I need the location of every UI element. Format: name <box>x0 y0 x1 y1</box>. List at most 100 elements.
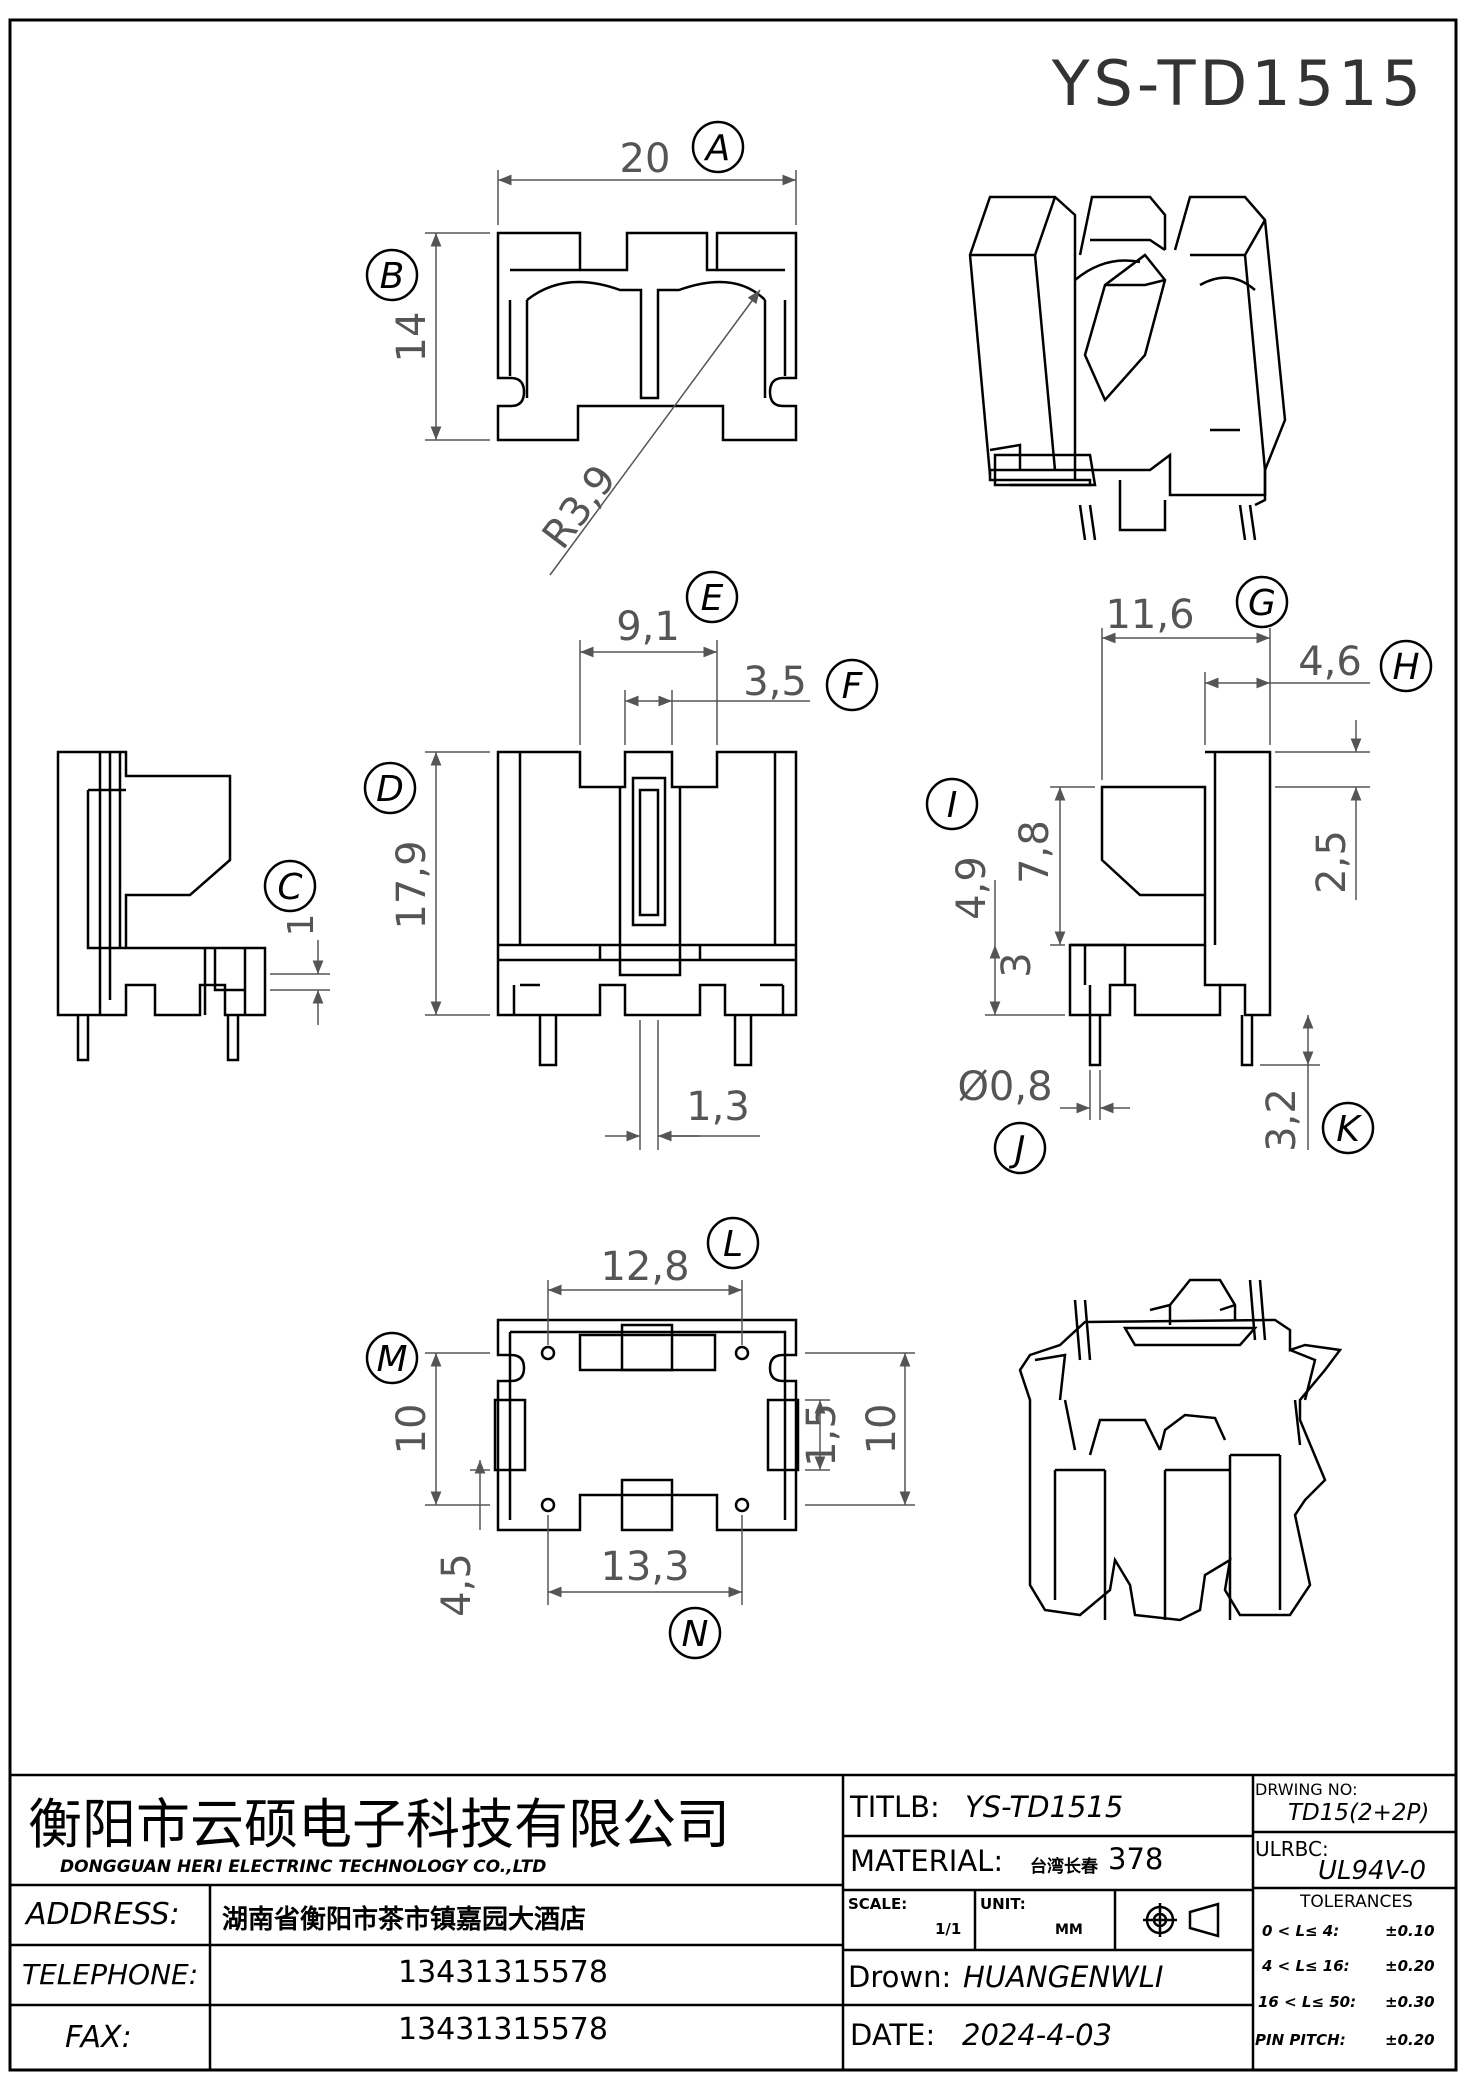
marker-c: C <box>263 859 317 913</box>
dimension-12-8: 12,8 <box>600 1244 689 1290</box>
marker-k: K <box>1321 1101 1375 1155</box>
dimension-r3-9: R3,9 <box>534 457 626 558</box>
title-label: TITLB: <box>850 1790 940 1824</box>
date-label: DATE: <box>850 2018 936 2052</box>
svg-text:K: K <box>1336 1109 1362 1150</box>
dimension-10-right: 10 <box>859 1404 905 1455</box>
svg-text:G: G <box>1248 583 1276 624</box>
tolerance-value-2: ±0.20 <box>1385 1957 1435 1975</box>
marker-g: G <box>1235 575 1289 629</box>
dimension-14: 14 <box>389 312 435 363</box>
drawing-no-label: DRWING NO: <box>1255 1780 1358 1799</box>
dimension-4-5: 4,5 <box>434 1553 480 1617</box>
company-name-cn: 衡阳市云硕电子科技有限公司 <box>28 1793 730 1856</box>
left-side-dimensions <box>270 940 330 1025</box>
title-block <box>10 1773 1456 2070</box>
telephone-value: 13431315578 <box>398 1955 608 1990</box>
marker-d: D <box>363 761 417 815</box>
dimension-3: 3 <box>994 952 1040 977</box>
marker-m: M <box>365 1331 419 1385</box>
marker-i: I <box>925 777 979 831</box>
tolerance-value-3: ±0.30 <box>1385 1993 1435 2011</box>
material-value: 378 <box>1108 1842 1164 1876</box>
drawn-value: HUANGENWLI <box>963 1960 1164 1994</box>
dimension-9-1: 9,1 <box>616 604 680 650</box>
svg-text:A: A <box>704 128 731 169</box>
dimension-4-6: 4,6 <box>1298 639 1362 685</box>
tolerance-range-1: 0 < L≤ 4: <box>1262 1922 1340 1940</box>
part-number-title: YS-TD1515 <box>1051 47 1425 120</box>
unit-label: UNIT: <box>980 1895 1026 1913</box>
scale-label: SCALE: <box>848 1895 908 1913</box>
bottom-view <box>493 1318 800 1532</box>
dimension-1: 1 <box>281 914 322 937</box>
pin-pitch-value: ±0.20 <box>1385 2031 1435 2049</box>
dimension-3-5: 3,5 <box>743 659 807 705</box>
svg-text:L: L <box>723 1224 743 1265</box>
material-value-cn: 台湾长春 <box>1030 1857 1098 1877</box>
marker-b: B <box>365 248 419 302</box>
tolerance-range-3: 16 < L≤ 50: <box>1258 1993 1357 2011</box>
drawing-no-value: TD15(2+2P) <box>1288 1800 1430 1826</box>
ulrbc-value: UL94V-0 <box>1318 1856 1427 1886</box>
svg-text:D: D <box>376 769 404 810</box>
date-value: 2024-4-03 <box>962 2018 1113 2052</box>
tolerances-label: TOLERANCES <box>1300 1892 1413 1912</box>
dimension-dia-0-8: Ø0,8 <box>957 1064 1052 1110</box>
svg-text:H: H <box>1392 647 1419 688</box>
marker-e: E <box>685 570 739 624</box>
title-value: YS-TD1515 <box>965 1790 1124 1824</box>
top-view-dimensions <box>425 170 797 576</box>
telephone-label: TELEPHONE: <box>22 1958 199 1991</box>
scale-value: 1/1 <box>935 1920 962 1938</box>
company-name-en: DONGGUAN HERI ELECTRINC TECHNOLOGY CO.,L… <box>60 1857 547 1877</box>
marker-j: J <box>993 1121 1047 1175</box>
tolerance-value-1: ±0.10 <box>1385 1922 1435 1940</box>
dimension-17-9: 17,9 <box>389 840 435 929</box>
svg-text:N: N <box>682 1614 709 1655</box>
dimension-1-3: 1,3 <box>686 1084 750 1130</box>
material-label: MATERIAL: <box>850 1844 1004 1878</box>
svg-text:F: F <box>842 666 864 707</box>
svg-text:C: C <box>277 867 303 908</box>
dimension-4-9: 4,9 <box>949 856 995 920</box>
dimension-13-3: 13,3 <box>600 1544 689 1590</box>
top-view <box>496 231 798 442</box>
ulrbc-label: ULRBC: <box>1255 1837 1329 1861</box>
drawn-label: Drown: <box>848 1960 952 1994</box>
left-side-view <box>56 750 267 1062</box>
iso-view-bottom <box>1018 1278 1343 1622</box>
pin-pitch-label: PIN PITCH: <box>1255 2031 1346 2049</box>
iso-view-top <box>968 195 1287 541</box>
dimension-1-5: 1,5 <box>799 1403 845 1467</box>
marker-l: L <box>706 1216 760 1270</box>
dimension-20: 20 <box>620 136 671 182</box>
unit-value: MM <box>1055 1922 1083 1938</box>
svg-text:I: I <box>947 785 958 826</box>
svg-text:B: B <box>380 256 405 297</box>
front-view-dimensions <box>425 640 810 1150</box>
front-view <box>496 750 798 1067</box>
dimension-7-8: 7,8 <box>1012 820 1058 884</box>
address-label: ADDRESS: <box>26 1897 180 1932</box>
svg-text:E: E <box>701 578 724 619</box>
fax-value: 13431315578 <box>398 2012 608 2047</box>
bottom-view-dimensions <box>425 1280 915 1605</box>
right-side-dimensions <box>985 628 1370 1150</box>
right-side-view <box>1068 750 1272 1067</box>
dimension-10-left: 10 <box>389 1404 435 1455</box>
marker-h: H <box>1379 639 1433 693</box>
dimension-markers: A B E F D C G H I J K L M N <box>263 120 1433 1660</box>
address-value: 湖南省衡阳市茶市镇嘉园大酒店 <box>222 1905 587 1935</box>
dimension-3-2: 3,2 <box>1259 1088 1305 1152</box>
dimension-11-6: 11,6 <box>1105 592 1194 638</box>
tolerance-range-2: 4 < L≤ 16: <box>1262 1957 1350 1975</box>
marker-n: N <box>668 1606 722 1660</box>
fax-label: FAX: <box>65 2020 132 2055</box>
drawing-border <box>8 18 1458 2072</box>
svg-text:M: M <box>376 1339 407 1380</box>
dimension-2-5: 2,5 <box>1309 830 1355 894</box>
marker-a: A <box>691 120 745 174</box>
marker-f: F <box>825 658 879 712</box>
